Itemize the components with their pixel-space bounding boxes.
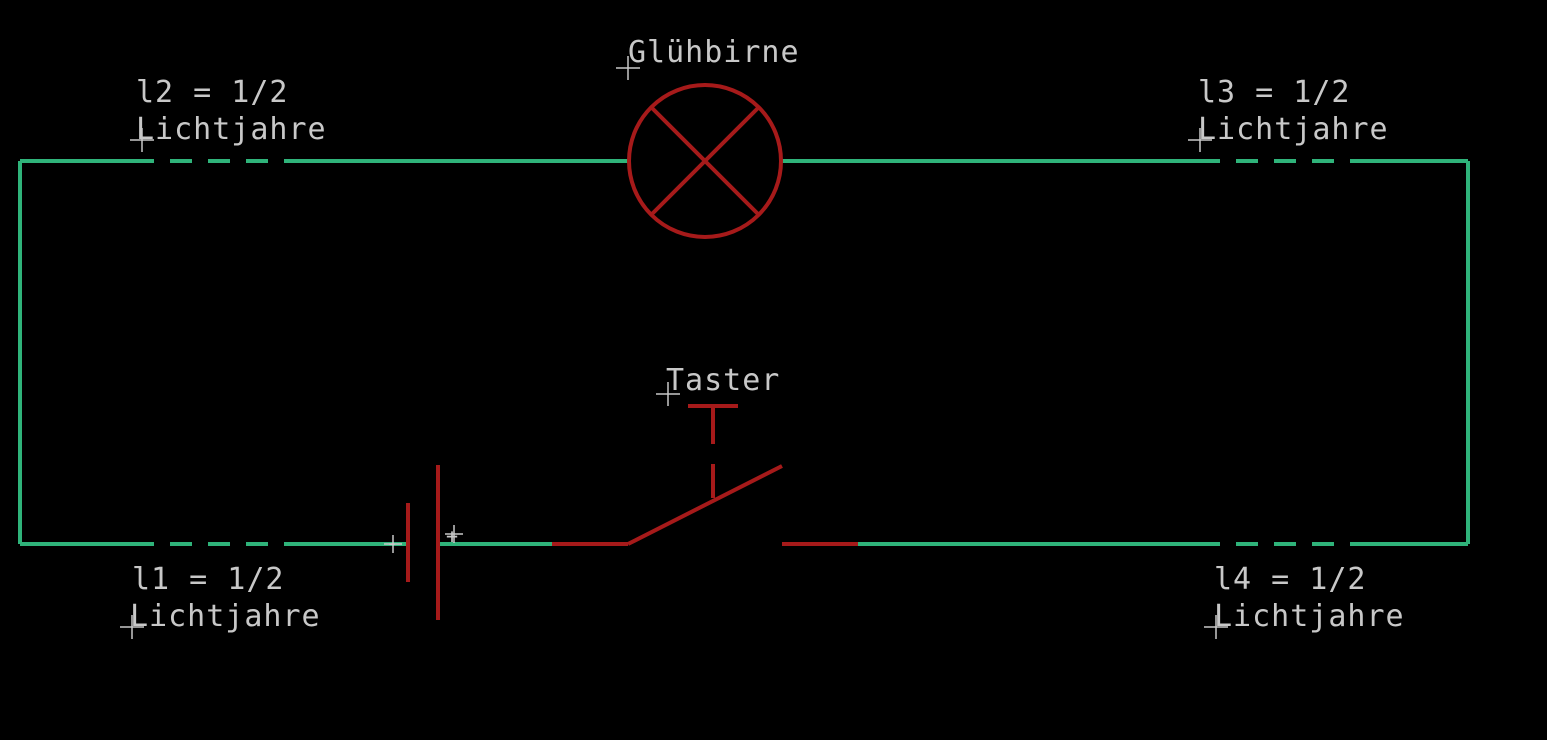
switch-symbol[interactable] xyxy=(552,404,858,546)
l2-label-line2: Lichtjahre xyxy=(136,112,327,147)
l2-label-line1: l2 = 1/2 xyxy=(136,75,289,110)
battery-plus-label: + xyxy=(446,524,459,548)
l3-label-line1: l3 = 1/2 xyxy=(1198,75,1351,110)
l4-label-line2: Lichtjahre xyxy=(1214,599,1405,634)
lamp-symbol[interactable] xyxy=(627,83,783,239)
wires xyxy=(18,159,1470,546)
l3-label-line2: Lichtjahre xyxy=(1198,112,1389,147)
label-anchors xyxy=(120,56,1228,639)
lamp-label: Glühbirne xyxy=(628,35,800,70)
l1-label-line2: Lichtjahre xyxy=(130,599,321,634)
battery-symbol[interactable] xyxy=(384,465,463,620)
switch-label: Taster xyxy=(666,363,780,398)
l1-label-line1: l1 = 1/2 xyxy=(132,562,285,597)
battery-minus-label: - xyxy=(386,531,399,555)
l4-label-line1: l4 = 1/2 xyxy=(1214,562,1367,597)
